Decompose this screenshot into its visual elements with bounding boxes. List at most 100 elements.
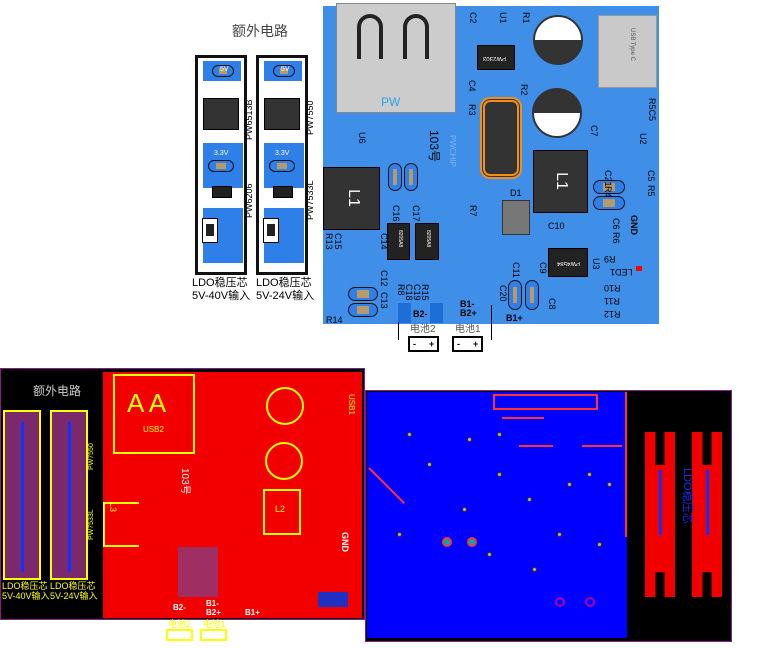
electrolytic-capacitor xyxy=(532,88,582,138)
ref-c21: C21 xyxy=(603,170,613,187)
electrolytic-capacitor xyxy=(533,15,583,65)
ref-u2: U2 xyxy=(638,133,648,145)
ref-r10: R10 xyxy=(604,283,621,293)
ldo-board-2: 5V 3.3V xyxy=(256,55,308,275)
ldo-1-label-line2: 5V-40V输入 xyxy=(192,290,251,302)
usb2-label: USB2 xyxy=(143,425,164,434)
ref-c14: C14 xyxy=(379,233,389,250)
ldo-1-label-line1: LDO稳压芯 xyxy=(192,277,248,289)
ref-r5c5: R5C5 xyxy=(647,98,657,122)
ref-r5: R5 xyxy=(646,185,656,197)
ldo-2-label-line2: 5V-24V输入 xyxy=(50,591,98,601)
ref-c15: C15 xyxy=(333,233,343,250)
b2-plus: B2+ xyxy=(206,608,221,617)
b1-plus: B1+ xyxy=(245,608,260,617)
ref-c17: C17 xyxy=(411,205,421,222)
ref-r11: R11 xyxy=(604,296,620,306)
pin-5v: 5V xyxy=(220,66,229,73)
led-indicator xyxy=(636,266,642,271)
pin-3v3: 3.3V xyxy=(214,150,229,157)
ref-r14: R14 xyxy=(326,315,343,325)
ref-c2: C2 xyxy=(468,12,478,24)
inductor-l1: L1 xyxy=(533,150,588,213)
ref-c11: C11 xyxy=(511,262,521,278)
b1-minus: B1- xyxy=(206,599,219,608)
chip-pw4584: PW4584 xyxy=(548,248,588,277)
ref-c16: C16 xyxy=(391,205,401,222)
chip-label-pw6513b: PW6513B xyxy=(244,99,254,140)
diode-d1 xyxy=(502,200,530,235)
usb-a-marks: A A xyxy=(127,388,167,418)
inductor-l1: L1 xyxy=(323,167,380,230)
ref-r15: R15 xyxy=(420,284,430,301)
battery-1-label: 电池1 xyxy=(203,619,227,629)
ref-c4: C4 xyxy=(467,80,477,92)
gnd-label: GND xyxy=(340,532,350,552)
ref-u6: U6 xyxy=(357,132,367,144)
ref-b1-plus: B1+ xyxy=(506,313,523,323)
pin-5v: 5V xyxy=(281,66,290,73)
usb-c-connector: USB Type C xyxy=(598,15,657,88)
chip-label-pw7533l: PW7533L xyxy=(305,180,315,220)
ldo-2-label-line1: LDO稳压芯 xyxy=(50,581,96,591)
battery-1-footprint xyxy=(200,629,227,641)
ref-r3: R3 xyxy=(467,104,477,116)
top-copper-board: A A USB2 USB1 103号 L2 L3 GND B2- B1- B2+… xyxy=(103,372,362,618)
silk-brand: PWCHIP xyxy=(448,135,457,167)
ldo-board-1: 5V 3.3V xyxy=(195,55,247,275)
extra-circuit-title-pcb: 额外电路 xyxy=(33,384,82,398)
battery-1-connector: -+ xyxy=(452,336,483,352)
ref-c7: C7 xyxy=(589,125,599,137)
inductor-coil xyxy=(480,97,522,179)
ref-c8: C8 xyxy=(547,298,557,310)
ref-r4: R4 xyxy=(603,186,613,198)
chip-label-pw6206: PW6206 xyxy=(244,183,254,218)
chip-label: PW7533L xyxy=(88,509,95,540)
ref-b2-minus: B2- xyxy=(413,309,428,319)
extra-circuit-title: 额外电路 xyxy=(232,24,288,40)
ref-r1: R1 xyxy=(521,12,531,24)
ldo-1-label-line1: LDO稳压芯 xyxy=(2,581,48,591)
ldo-2-label-line1: LDO稳压芯 xyxy=(256,277,312,289)
ldo-footprint-1 xyxy=(3,410,41,580)
ref-d1: D1 xyxy=(510,188,522,198)
ldo-bottom-label: LDO稳压芯 xyxy=(681,468,693,524)
battery-2-connector: -+ xyxy=(408,336,439,352)
bottom-copper-board xyxy=(367,392,627,638)
battery-2-label: 电池2 xyxy=(410,324,436,335)
ldo-footprint-2 xyxy=(50,410,88,580)
silk-model: 103号 xyxy=(427,130,441,163)
ref-c6: C6 xyxy=(611,218,621,230)
ref-r2: R2 xyxy=(519,84,529,96)
ldo-regulator-chip xyxy=(203,98,239,130)
ref-u1: U1 xyxy=(498,12,508,24)
ref-b1-minus: B1- xyxy=(460,299,475,309)
ref-r9: R9 xyxy=(604,254,616,264)
ref-c9: C9 xyxy=(538,262,548,274)
chip-label-pw7550: PW7550 xyxy=(305,100,315,135)
ref-c5: C5 xyxy=(646,170,656,182)
battery-1-label: 电池1 xyxy=(455,324,481,335)
chip-pw2303: PW2303 xyxy=(477,45,515,70)
ref-r7: R7 xyxy=(468,205,478,217)
chip-label: PW7550 xyxy=(88,443,95,470)
l2-label: L2 xyxy=(275,504,286,514)
chip-8205a8: 8205A8 xyxy=(387,223,410,260)
l3-label: L3 xyxy=(108,502,118,513)
ref-c13: C13 xyxy=(379,292,389,309)
ref-u3: U3 xyxy=(591,258,601,270)
usb-a-label: PW xyxy=(381,95,401,109)
ref-b2-plus: B2+ xyxy=(460,308,477,318)
b2-minus: B2- xyxy=(173,603,186,612)
ref-r13: R13 xyxy=(324,233,334,250)
usb-a-connector: PW xyxy=(336,3,456,113)
battery-2-footprint xyxy=(166,629,193,641)
pin-3v3: 3.3V xyxy=(275,150,290,157)
battery-2-label: 电池2 xyxy=(168,619,192,629)
usb1-label: USB1 xyxy=(347,394,356,415)
ref-c12: C12 xyxy=(379,270,389,287)
silk-gnd: GND xyxy=(629,215,639,235)
ldo-2-label-line2: 5V-24V输入 xyxy=(256,290,315,302)
silk-model: 103号 xyxy=(179,468,190,495)
ldo-1-label-line2: 5V-40V输入 xyxy=(2,591,50,601)
